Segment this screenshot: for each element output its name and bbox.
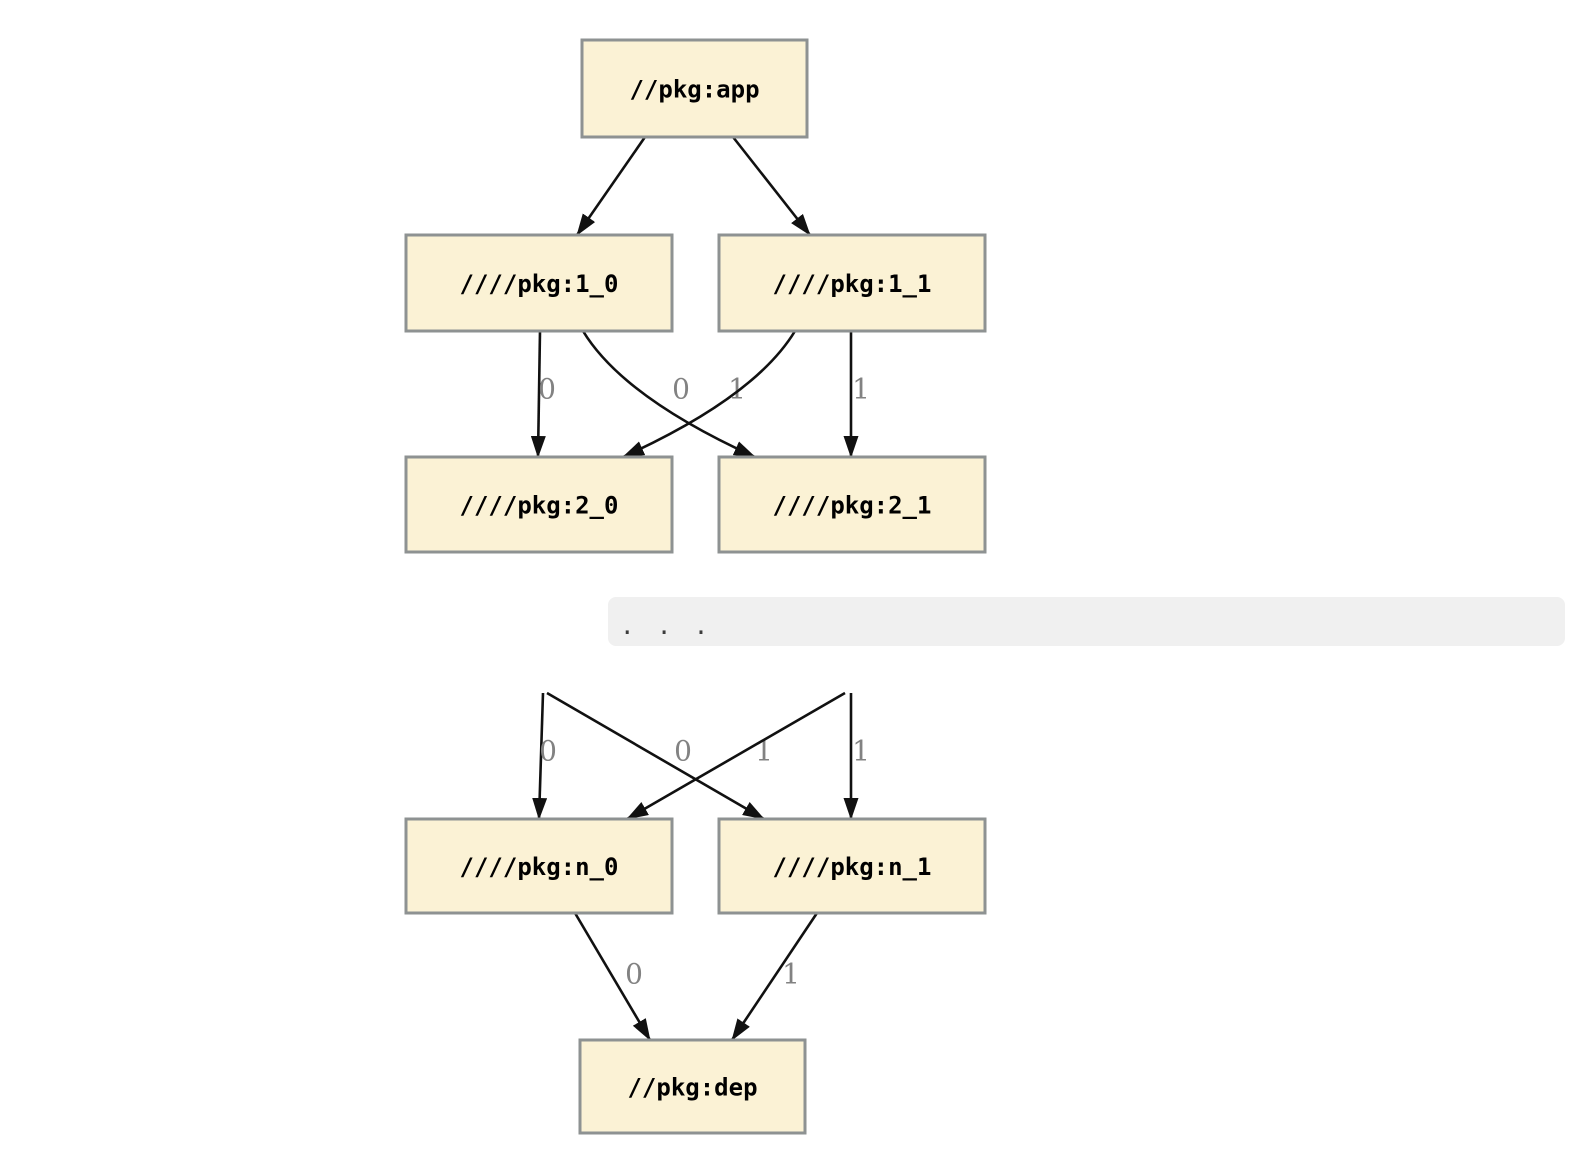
edge-app-to-1_0 xyxy=(575,136,647,236)
node-label-2_1: ////pkg:2_1 xyxy=(773,492,932,520)
node-label-dep: //pkg:dep xyxy=(627,1074,757,1102)
node-label-1_0: ////pkg:1_0 xyxy=(460,270,619,298)
edge-1_1-to-2_0 xyxy=(622,330,797,459)
node-label-n_0: ////pkg:n_0 xyxy=(460,853,619,881)
edge-label-ellipsis-to-n_0: 0 xyxy=(539,735,557,768)
edge-n_1-to-dep xyxy=(730,912,819,1041)
node-dep xyxy=(578,1038,807,1135)
edge-label-ellipsis-to-n_1: 1 xyxy=(852,735,870,768)
node-1_0 xyxy=(404,233,674,333)
edge-ellipsis-to-n_1-x xyxy=(546,691,765,821)
edge-label-ellipsis-to-n_0-x: 0 xyxy=(674,735,692,768)
ellipsis-text: . . . xyxy=(620,612,712,640)
node-label-n_1: ////pkg:n_1 xyxy=(773,853,932,881)
node-app xyxy=(580,38,809,139)
node-n_1 xyxy=(717,817,987,915)
edge-label-1_0-to-2_0: 0 xyxy=(538,373,556,406)
node-n_0 xyxy=(404,817,674,915)
ellipsis-code-block xyxy=(608,597,1565,646)
node-label-1_1: ////pkg:1_1 xyxy=(773,270,932,298)
node-2_0 xyxy=(404,455,674,554)
edge-label-1_1-to-2_0: 0 xyxy=(672,373,690,406)
edge-app-to-1_1 xyxy=(731,136,812,236)
node-label-app: //pkg:app xyxy=(629,76,759,104)
node-2_1 xyxy=(717,455,987,554)
edge-1_0-to-2_0 xyxy=(530,330,546,458)
edge-ellipsis-to-n_0 xyxy=(532,692,548,820)
node-label-2_0: ////pkg:2_0 xyxy=(460,492,619,520)
node-1_1 xyxy=(717,233,987,333)
edge-n_0-to-dep xyxy=(573,912,652,1041)
edge-ellipsis-to-n_0-x xyxy=(626,691,846,821)
edge-label-1_0-to-2_1: 1 xyxy=(728,373,746,406)
edge-label-n_0-to-dep: 0 xyxy=(625,958,643,991)
edge-1_0-to-2_1 xyxy=(581,330,756,459)
edge-label-n_1-to-dep: 1 xyxy=(782,958,800,991)
edge-label-1_1-to-2_1: 1 xyxy=(852,373,870,406)
